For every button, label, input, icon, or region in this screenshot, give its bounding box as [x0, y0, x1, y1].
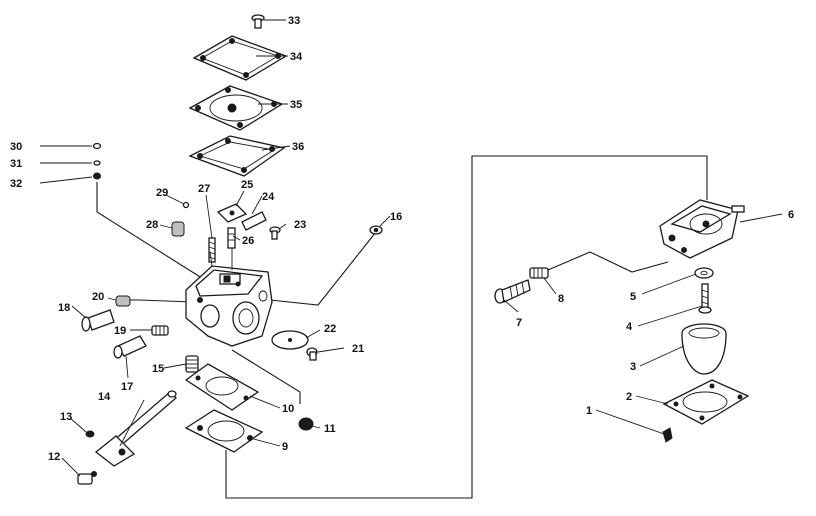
- gasket-36: [188, 135, 286, 177]
- metering-diaphragm-35: [188, 85, 284, 131]
- label-26: 26: [242, 235, 254, 247]
- screw-21: [306, 347, 318, 361]
- lever-25: [216, 203, 248, 223]
- label-36: 36: [292, 141, 304, 153]
- label-25: 25: [241, 179, 253, 191]
- carburetor-body: [185, 248, 273, 347]
- gasket-9: [184, 409, 264, 453]
- label-35: 35: [290, 99, 302, 111]
- label-20: 20: [92, 291, 104, 303]
- pin-29: [182, 201, 190, 209]
- label-6: 6: [788, 209, 794, 221]
- part-31: [93, 160, 101, 166]
- part-16: [369, 225, 383, 235]
- label-30: 30: [10, 141, 22, 153]
- assembly-connection-lines: [96, 155, 708, 499]
- label-28: 28: [146, 219, 158, 231]
- spring-19: [151, 325, 169, 336]
- label-22: 22: [324, 323, 336, 335]
- screw-4: [698, 283, 712, 314]
- label-8: 8: [558, 293, 564, 305]
- needle-26: [227, 227, 236, 249]
- pin-24: [241, 211, 267, 231]
- screw-33: [251, 14, 265, 29]
- washer-5: [694, 267, 714, 279]
- label-11: 11: [324, 423, 336, 435]
- spring-27: [208, 237, 216, 263]
- label-10: 10: [282, 403, 294, 415]
- throttle-plate-22: [271, 330, 309, 350]
- label-4: 4: [626, 321, 633, 333]
- label-17: 17: [121, 381, 133, 393]
- spring-15: [185, 355, 199, 373]
- screw-17: [113, 335, 147, 359]
- label-21: 21: [352, 343, 364, 355]
- lever-12: [77, 471, 97, 485]
- part-30: [92, 142, 102, 150]
- label-34: 34: [290, 51, 303, 63]
- label-3: 3: [630, 361, 636, 373]
- label-1: 1: [586, 405, 592, 417]
- label-23: 23: [294, 219, 306, 231]
- screw-18: [81, 309, 115, 332]
- diaphragm-cover-34: [192, 35, 288, 81]
- part-labels: 33 34 35 36 30 31 32 29 28 27 25 24 26 2…: [10, 15, 794, 463]
- label-12: 12: [48, 451, 60, 463]
- gasket-10: [184, 363, 260, 411]
- label-27: 27: [198, 183, 210, 195]
- label-24: 24: [262, 191, 275, 203]
- label-7: 7: [516, 317, 522, 329]
- label-31: 31: [10, 158, 22, 170]
- primer-bulb-3: [681, 323, 727, 375]
- screw-23: [269, 226, 281, 240]
- label-16: 16: [390, 211, 402, 223]
- label-13: 13: [60, 411, 72, 423]
- label-15: 15: [152, 363, 164, 375]
- label-29: 29: [156, 187, 168, 199]
- pump-body-6: [659, 199, 745, 259]
- screw-1: [662, 427, 673, 443]
- label-19: 19: [114, 325, 126, 337]
- leader-lines: [39, 19, 783, 477]
- part-28: [171, 221, 185, 237]
- label-32: 32: [10, 178, 22, 190]
- check-valve-11: [298, 417, 314, 431]
- label-9: 9: [282, 441, 288, 453]
- screw-7: [494, 279, 531, 304]
- screw-13: [85, 430, 95, 438]
- label-5: 5: [630, 291, 636, 303]
- label-14: 14: [98, 391, 111, 403]
- retainer-plate-2: [662, 379, 750, 425]
- label-33: 33: [288, 15, 300, 27]
- part-20: [115, 295, 131, 307]
- part-32: [93, 172, 101, 180]
- throttle-shaft-14: [94, 390, 177, 467]
- label-2: 2: [626, 391, 632, 403]
- spring-8: [529, 267, 549, 279]
- label-18: 18: [58, 302, 70, 314]
